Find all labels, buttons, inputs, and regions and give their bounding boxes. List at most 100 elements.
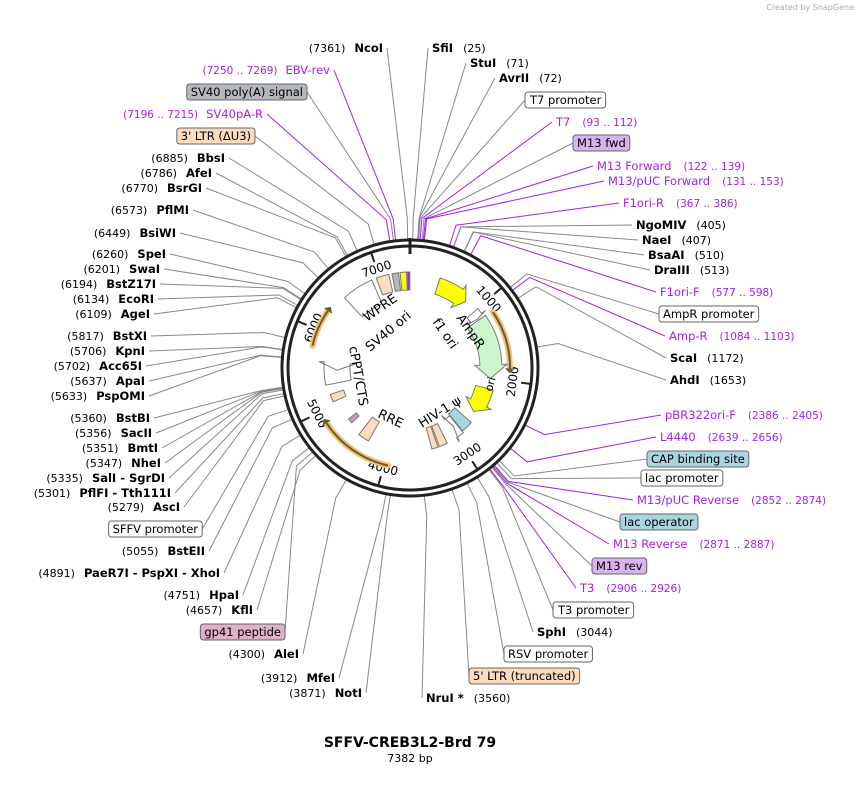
feature-sffv-promoter[interactable]: SFFV promoter [108,520,203,538]
enzyme-site-ahdi[interactable]: AhdI(1653) [670,373,746,387]
gp41-feature[interactable] [347,412,360,424]
enzyme-site-ngomiv[interactable]: NgoMIV(405) [636,218,726,232]
enzyme-site-bsiwi[interactable]: (6449)BsiWI [94,226,176,240]
enzyme-site-afei[interactable]: (6786)AfeI [140,166,212,180]
feature-t3-promoter[interactable]: T3 promoter [552,601,635,619]
enzyme-site-ecori[interactable]: (6134)EcoRI [73,292,154,306]
enzyme-site-sacii[interactable]: (5356)SacII [75,426,152,440]
enzyme-site-spei[interactable]: (6260)SpeI [92,247,166,261]
enzyme-site-naei[interactable]: NaeI(407) [642,233,711,247]
enzyme-site-sphi[interactable]: SphI(3044) [537,625,613,639]
sffv-promoter-feature[interactable] [319,361,356,386]
wpre-feature[interactable] [343,279,383,318]
enzyme-site-bsaai[interactable]: BsaAI(510) [648,248,724,262]
enzyme-site-alei[interactable]: (4300)AleI [229,647,300,661]
ori-feature[interactable] [464,384,494,412]
primer-pbr322ori-f[interactable]: pBR322ori-F(2386 .. 2405) [665,408,823,422]
sv40-ori-feature[interactable] [399,271,408,291]
svg-text:(5633)PspOMI: (5633)PspOMI [51,389,145,403]
label-name: M13 Forward [597,159,671,173]
svg-text:(5055)BstEII: (5055)BstEII [122,544,205,558]
label-position: (5360) [70,412,107,425]
leader-line [169,253,305,294]
label-name: SFFV promoter [113,522,199,536]
enzyme-site-draiii[interactable]: DraIII(513) [654,263,729,277]
enzyme-site-bstxi[interactable]: (5817)BstXI [67,329,147,343]
label-position: (5817) [67,330,104,343]
label-name: BstZ17I [106,277,156,291]
feature-lac-promoter[interactable]: lac promoter [640,469,724,487]
orf-arrow-1[interactable] [492,311,511,369]
leader-line [163,268,302,300]
rre-feature[interactable] [358,416,380,442]
feature-gp41-peptide[interactable]: gp41 peptide [199,623,286,641]
enzyme-site-scai[interactable]: ScaI(1172) [670,351,744,365]
enzyme-site-sfii[interactable]: SfiI(25) [432,41,486,55]
primer-f1ori-f[interactable]: F1ori-F(577 .. 598) [660,285,773,299]
primer-t3[interactable]: T3(2906 .. 2926) [579,581,681,595]
primer-m13-reverse[interactable]: M13 Reverse(2871 .. 2887) [613,537,774,551]
primer-l4440[interactable]: L4440(2639 .. 2656) [660,430,783,444]
enzyme-site-kfli[interactable]: (4657)KflI [186,603,253,617]
primer-m13-puc-forward[interactable]: M13/pUC Forward(131 .. 153) [608,174,784,188]
primer-t7[interactable]: T7(93 .. 112) [555,115,637,129]
enzyme-site-apai[interactable]: (5637)ApaI [70,374,145,388]
3ltr-feature[interactable] [375,273,394,296]
primer-mark-feature[interactable] [406,271,411,291]
orf-arrow-3[interactable] [311,310,329,346]
cppt-box-feature[interactable] [329,389,347,403]
primer-sv40pa-r[interactable]: (7196 .. 7215)SV40pA-R [123,107,263,121]
enzyme-site-kpni[interactable]: (5706)KpnI [70,344,145,358]
rre-ltr-feature[interactable] [431,422,448,448]
feature-cap-binding-site[interactable]: CAP binding site [646,450,750,468]
feature-rsv-promoter[interactable]: RSV promoter [503,645,593,663]
feature-5-ltr-truncated-[interactable]: 5' LTR (truncated) [468,667,581,685]
enzyme-site-hpai[interactable]: (4751)HpaI [164,588,239,602]
enzyme-site-acc65i[interactable]: (5702)Acc65I [54,359,142,373]
ampr-promoter-feature[interactable] [466,307,486,326]
enzyme-site-agei[interactable]: (6109)AgeI [75,307,150,321]
enzyme-site-avrii[interactable]: AvrII(72) [499,71,562,85]
enzyme-site-bsteii[interactable]: (5055)BstEII [122,544,205,558]
feature-sv40-poly-a-signal[interactable]: SV40 poly(A) signal [186,83,308,101]
enzyme-site-bstz17i[interactable]: (6194)BstZ17I [61,277,156,291]
primer-m13-puc-reverse[interactable]: M13/pUC Reverse(2852 .. 2874) [637,493,826,507]
enzyme-site-bbsi[interactable]: (6885)BbsI [151,151,225,165]
enzyme-site-mfei[interactable]: (3912)MfeI [261,671,335,685]
enzyme-site-pflmi[interactable]: (6573)PflMI [111,203,189,217]
primer-f1ori-r[interactable]: F1ori-R(367 .. 386) [623,196,738,210]
feature-3-ltr-u3-[interactable]: 3' LTR (ΔU3) [176,127,256,145]
enzyme-site-nrui-[interactable]: NruI *(3560) [426,691,510,705]
enzyme-site-noti[interactable]: (3871)NotI [289,686,362,700]
sv40-polya-feature[interactable] [391,272,402,292]
primer-amp-r[interactable]: Amp-R(1084 .. 1103) [669,329,795,343]
enzyme-site-pspomi[interactable]: (5633)PspOMI [51,389,145,403]
orf-arrow-2[interactable] [325,422,389,467]
enzyme-site-bsrgi[interactable]: (6770)BsrGI [121,181,202,195]
enzyme-site-bmti[interactable]: (5351)BmtI [82,441,158,455]
feature-m13-rev[interactable]: M13 rev [591,557,648,575]
enzyme-site-ncoi[interactable]: (7361)NcoI [309,41,383,55]
enzyme-site-bstbi[interactable]: (5360)BstBI [70,411,150,425]
feature-t7-promoter[interactable]: T7 promoter [524,91,607,109]
f1-ori-feature[interactable] [434,277,467,309]
enzyme-site-sali-sgrdi[interactable]: (5335)SalI - SgrDI [46,471,165,485]
enzyme-site-stui[interactable]: StuI(71) [470,56,529,70]
leader-line [493,465,621,523]
feature-m13-fwd[interactable]: M13 fwd [572,134,631,152]
feature-label-ori[interactable]: ori [482,376,498,393]
lac-promoter-feature[interactable] [441,415,465,443]
feature-lac-operator[interactable]: lac operator [619,513,699,531]
primer-m13-forward[interactable]: M13 Forward(122 .. 139) [597,159,745,173]
primer-ebv-rev[interactable]: (7250 .. 7269)EBV-rev [202,63,330,77]
enzyme-site-nhei[interactable]: (5347)NheI [86,456,161,470]
lac-operator-feature[interactable] [447,407,472,432]
enzyme-site-swai[interactable]: (6201)SwaI [83,262,160,276]
feature-ampr-promoter[interactable]: AmpR promoter [658,305,760,323]
enzyme-site-asci[interactable]: (5279)AscI [108,500,180,514]
feature-label-rre[interactable]: RRE [375,407,405,432]
ltr-feature[interactable] [425,425,439,450]
enzyme-site-pflfi-tth111i[interactable]: (5301)PflFI - Tth111I [34,486,171,500]
enzyme-site-paer7i-pspxi-xhoi[interactable]: (4891)PaeR7I - PspXI - XhoI [38,566,220,580]
ampr-feature[interactable] [466,314,509,380]
